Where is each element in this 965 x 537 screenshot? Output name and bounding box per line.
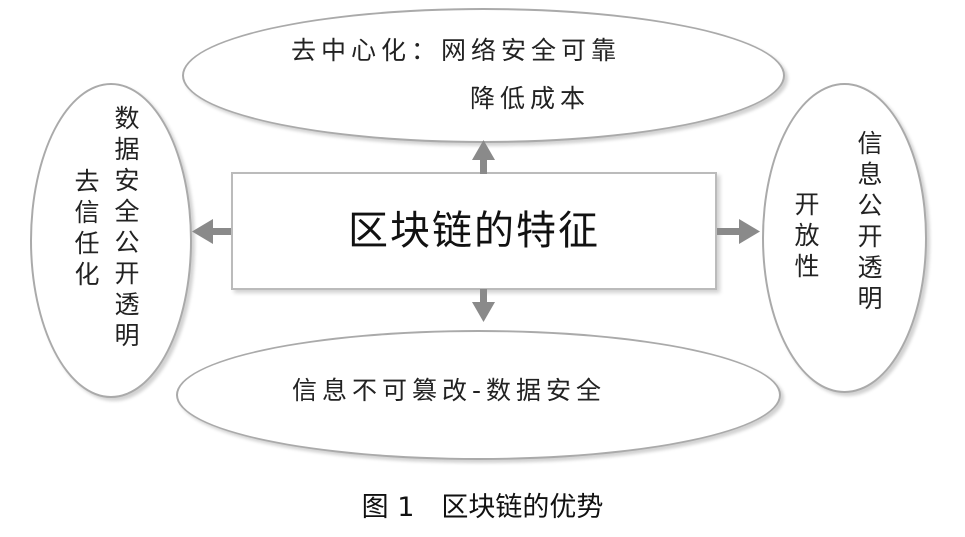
right-text-column-1: 开放性 <box>794 190 820 281</box>
figure-caption: 图 1 区块链的优势 <box>361 492 604 523</box>
ellipse-bottom <box>176 330 781 460</box>
center-title: 区块链的特征 <box>348 208 600 254</box>
arrow-right <box>717 219 760 244</box>
left-text-column-1: 去信任化 <box>74 167 100 289</box>
arrow-left <box>192 219 231 244</box>
ellipse-top <box>182 8 785 143</box>
ellipse-left <box>30 83 192 398</box>
top-text-line2: 降低成本 <box>470 84 591 113</box>
arrow-down <box>472 289 495 322</box>
left-text-column-2: 数据安全公开透明 <box>114 104 140 350</box>
right-text-column-2: 信息公开透明 <box>857 129 883 313</box>
center-box <box>231 172 717 290</box>
ellipse-right <box>762 83 927 393</box>
bottom-text: 信息不可篡改-数据安全 <box>292 376 607 405</box>
top-text-line1: 去中心化：网络安全可靠 <box>291 36 622 65</box>
arrow-up <box>472 140 495 174</box>
